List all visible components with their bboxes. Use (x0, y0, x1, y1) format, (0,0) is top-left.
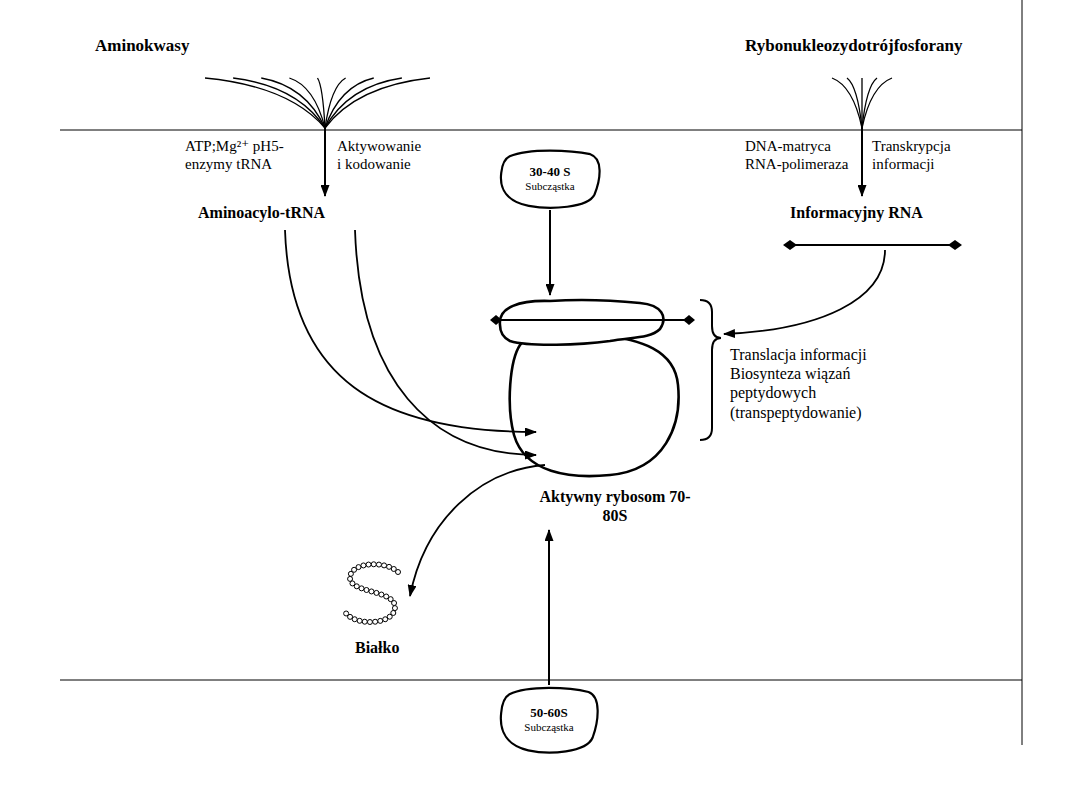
protein-bead (359, 586, 364, 591)
mrna-strand (496, 319, 689, 321)
ribosome-node: Aktywny rybosom 70-80S (490, 295, 695, 530)
protein-bead (362, 619, 367, 624)
protein-bead (376, 562, 381, 567)
diagram-label: Rybonukleozydotrójfosforany (745, 36, 963, 56)
protein-bead (387, 564, 392, 569)
mrna-strand (790, 244, 955, 246)
mrna-end (683, 315, 695, 325)
ribosome-label: Aktywny rybosom 70-80S (535, 487, 695, 525)
protein-bead (382, 563, 387, 568)
subunit-size: 30-40 S (525, 165, 574, 180)
protein-bead (367, 620, 372, 625)
text-wrap: 50-60SSubcząstka (524, 706, 573, 734)
diagram-label: Transkrypcja informacji (872, 137, 992, 173)
protein-bead (361, 563, 366, 568)
subunit-size: 50-60S (524, 706, 573, 721)
text-wrap: Aktywny rybosom 70-80S (535, 487, 695, 525)
protein-bead (364, 587, 369, 592)
fan-line (832, 78, 862, 128)
diagram-label: Aminoacylo-tRNA (198, 203, 325, 222)
protein-bead (366, 562, 371, 567)
text-wrap: 30-40 SSubcząstka (525, 165, 574, 193)
protein-bead (348, 571, 353, 576)
protein-bead (371, 562, 376, 567)
subunit-shape (501, 151, 600, 208)
subunit-node: 30-40 SSubcząstka (497, 148, 603, 210)
protein-bead (383, 617, 388, 622)
mrna-end (490, 315, 502, 325)
flow-arrow (355, 230, 536, 455)
bracket (700, 300, 721, 440)
diagram-label: Aminokwasy (95, 36, 189, 56)
ribosome-outline (490, 295, 695, 480)
subunit-name: Subcząstka (525, 180, 574, 193)
mrna-end (948, 240, 962, 250)
protein-bead (391, 566, 396, 571)
protein-bead (354, 584, 359, 589)
subunit-arrow (548, 530, 550, 685)
protein-bead (378, 618, 383, 623)
fan-line (325, 78, 374, 128)
fan-line (205, 78, 325, 128)
fan-line (325, 78, 430, 128)
divider-line (1022, 0, 1023, 745)
subunit-shape (501, 688, 598, 753)
subunit-node: 50-60SSubcząstka (497, 685, 601, 755)
flow-arrow (861, 126, 863, 196)
flow-arrow (324, 126, 326, 196)
protein-bead (392, 601, 397, 606)
protein-bead (373, 619, 378, 624)
fan-line (847, 78, 862, 128)
fan-line (233, 78, 325, 128)
mrna-end (783, 240, 797, 250)
large-subunit (510, 332, 679, 476)
protein-bead (344, 611, 349, 616)
flow-arrow (410, 465, 545, 596)
divider-line (60, 680, 1022, 681)
fan-line (289, 78, 325, 128)
diagram-label: DNA-matryca RNA-polimeraza (745, 137, 857, 173)
subunit-arrow (549, 210, 551, 295)
diagram-label: Informacyjny RNA (790, 203, 923, 222)
protein-bead (357, 618, 362, 623)
flow-arrow (724, 250, 885, 334)
diagram-label: Białko (355, 638, 399, 657)
protein-bead (392, 606, 397, 611)
small-subunit (500, 300, 664, 345)
fan-lines (205, 78, 892, 128)
subunit-name: Subcząstka (524, 721, 573, 734)
fan-line (862, 78, 892, 128)
protein-bead (374, 590, 379, 595)
fan-line (318, 78, 326, 128)
diagram-label: Translacja informacji Biosynteza wiązań … (730, 345, 915, 422)
fan-line (261, 78, 325, 128)
protein-chain (344, 562, 401, 625)
diagram-label: Aktywowanie i kodowanie (337, 137, 425, 173)
divider-line (60, 130, 1022, 131)
protein-bead (379, 592, 384, 597)
protein-bead (369, 589, 374, 594)
diagram-label: ATP;Mg²⁺ pH5-enzymy tRNA (185, 137, 285, 173)
protein-guide (345, 564, 398, 622)
